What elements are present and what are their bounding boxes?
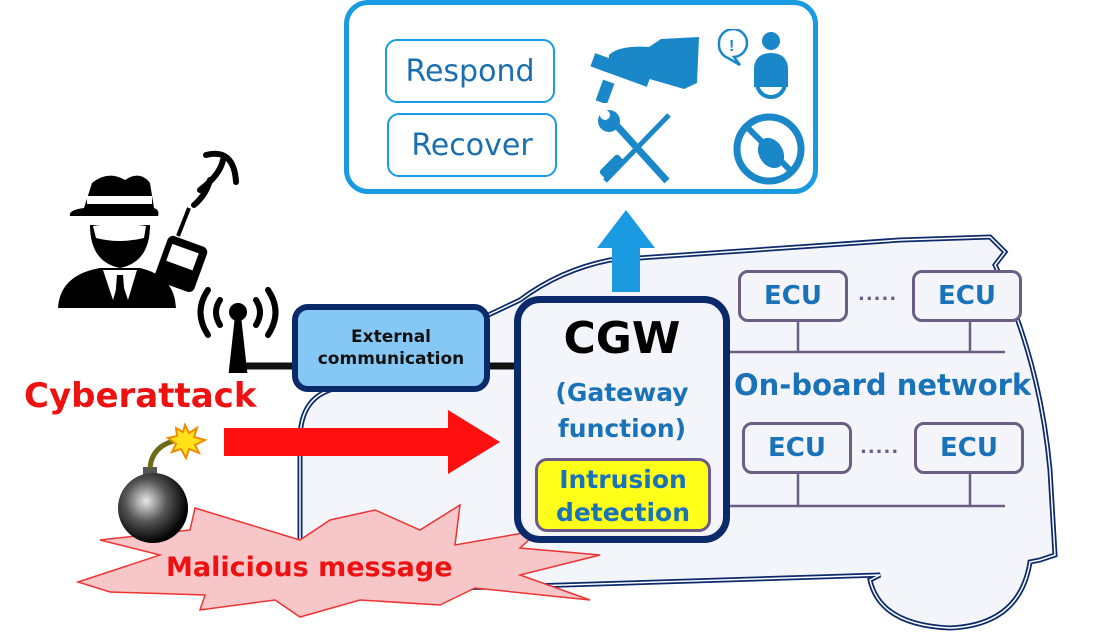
gateway-function-label: (Gateway function)	[521, 375, 723, 447]
tools-icon	[598, 110, 671, 184]
bomb-icon	[118, 422, 208, 543]
gateway-line2: function)	[557, 414, 687, 443]
ids-line1: Intrusion	[559, 465, 687, 494]
malicious-message-label: Malicious message	[166, 552, 453, 583]
ecu-ellipsis-top: .....	[858, 284, 898, 305]
network-bus	[730, 322, 1005, 508]
on-board-network-label: On-board network	[734, 368, 1032, 402]
external-line1: External	[350, 327, 432, 347]
up-arrow	[597, 210, 655, 292]
brake-pedal-icon	[590, 37, 699, 103]
cgw-title: CGW	[563, 313, 681, 364]
ids-line2: detection	[555, 498, 691, 527]
attack-arrow	[224, 410, 500, 474]
external-communication-box: External communication	[292, 304, 490, 392]
ecu-bottom-left: ECU	[742, 422, 852, 474]
ecu-top-left: ECU	[738, 270, 848, 322]
response-panel: Respond Recover !	[344, 0, 818, 194]
intrusion-detection-box: Intrusion detection	[535, 458, 711, 532]
driver-alert-icon: !	[717, 29, 788, 99]
malicious-starburst	[75, 503, 601, 618]
ecu-bottom-right: ECU	[914, 422, 1024, 474]
radio-transmitter-icon	[154, 150, 239, 293]
respond-label: Respond	[385, 39, 555, 103]
no-malware-icon	[733, 113, 805, 185]
ecu-top-right: ECU	[912, 270, 1022, 322]
hacker-icon	[58, 175, 176, 308]
antenna-icon	[197, 287, 279, 373]
cyberattack-label: Cyberattack	[24, 376, 257, 416]
external-line2: communication	[317, 349, 465, 369]
ecu-ellipsis-bottom: .....	[860, 437, 900, 458]
svg-text:!: !	[729, 38, 734, 55]
gateway-line1: (Gateway	[555, 378, 689, 407]
cgw-box: CGW (Gateway function) Intrusion detecti…	[514, 296, 730, 543]
recover-label: Recover	[387, 113, 557, 177]
